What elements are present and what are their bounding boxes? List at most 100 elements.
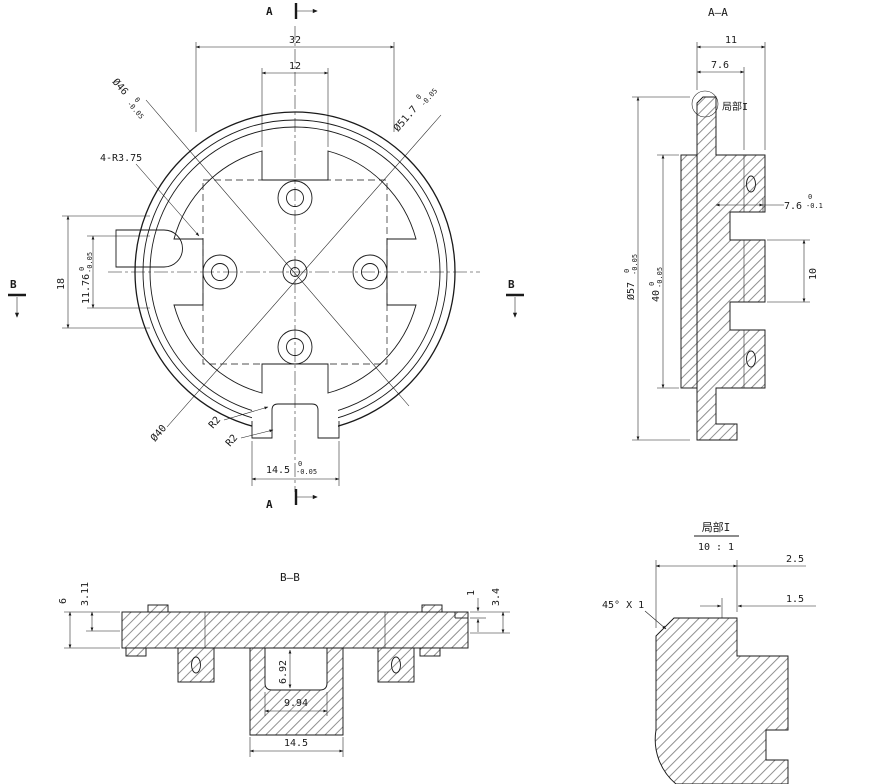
bb-foot-right [419, 647, 441, 657]
center-hole [282, 259, 308, 285]
dim-14-5-tol-lower: -0.05 [296, 468, 317, 476]
dim-10-label: 10 [808, 268, 819, 280]
dia517-tol-upper: 0 [415, 93, 424, 101]
west-notch [115, 229, 183, 268]
dim-1-label: 1 [466, 590, 477, 596]
marker-a-top-label: A [266, 5, 273, 18]
bb-block-right [377, 647, 415, 683]
dim-6-92-label: 6.92 [278, 660, 289, 684]
marker-b-right-label: B [508, 278, 515, 291]
inner-pocket-profile [173, 150, 417, 394]
dim-11-76-tol-upper: 0 [78, 267, 86, 271]
dim-18: 18 [56, 215, 150, 329]
dim-7-6-top-label: 7.6 [711, 60, 729, 71]
dia57-tol-lower: -0.05 [631, 254, 639, 275]
dim-10: 10 [767, 239, 819, 303]
callout-dia40: Ø40 [148, 422, 169, 444]
aa-hole-top [746, 175, 756, 193]
chamfer-callout: 45° X 1 [602, 600, 667, 630]
dim-6-label: 6 [58, 598, 69, 604]
detail-section-shape [654, 617, 789, 784]
aa-hole-bottom [746, 350, 756, 368]
dim-14-5-label: 14.5 [266, 465, 290, 476]
diagonal-leader-nw-se [145, 99, 410, 407]
aa-title: A—A [708, 6, 728, 19]
dia46-label: Ø46 [110, 76, 131, 98]
dim-7-6-right-tol-upper: 0 [808, 193, 812, 201]
dia57-tol-upper: 0 [623, 269, 631, 273]
r375-label: 4-R3.75 [100, 153, 142, 164]
dim-40-label: 40 [651, 290, 662, 302]
dim-7-6-right: 7.6 0 -0.1 [715, 193, 823, 212]
dia57-label: Ø57 [625, 282, 637, 300]
dim-7-6-top: 7.6 [696, 60, 745, 150]
bb-hole-right [391, 656, 401, 674]
dim-9-94-label: 9.94 [284, 698, 308, 709]
hole-west [202, 254, 238, 290]
dia40-label: Ø40 [148, 422, 169, 444]
dim-14-5-front: 14.5 0 -0.05 [251, 441, 340, 486]
dim-40-tol-lower: -0.05 [656, 267, 664, 288]
detail-title: 局部I [702, 520, 731, 534]
dim-14-5-bb: 14.5 [249, 737, 344, 757]
dim-dia57: Ø57 0 -0.05 [623, 96, 690, 441]
dim-11-76-label: 11.76 [81, 274, 92, 304]
detail-callout: 局部I [691, 90, 748, 118]
section-marker-a-bottom: A [266, 489, 318, 511]
dim-1-5-label: 1.5 [786, 594, 804, 605]
dia46-tol-lower: -0.05 [125, 100, 145, 121]
section-marker-b-left: B [8, 278, 26, 318]
bb-center-boss [249, 647, 344, 736]
dim-11-76: 11.76 0 -0.05 [78, 235, 150, 309]
chamfer-label: 45° X 1 [602, 600, 644, 611]
r2-a-label: R2 [207, 415, 223, 431]
detail-callout-label: 局部I [722, 100, 748, 113]
dim-3-4-label: 3.4 [491, 588, 502, 606]
dim-32: 32 [195, 35, 395, 132]
dim-3-11-label: 3.11 [80, 582, 91, 606]
callout-dia46: Ø46 0 -0.05 [110, 76, 145, 121]
hole-north [277, 180, 313, 216]
detail-view: 局部I 10 : 1 2.5 1.5 45° X 1 [602, 520, 816, 784]
section-marker-b-right: B [506, 278, 524, 318]
dim-12-label: 12 [289, 61, 301, 72]
marker-b-left-label: B [10, 278, 17, 291]
dim-3-4: 3.4 [470, 588, 510, 634]
dim-40-tol-upper: 0 [648, 282, 656, 286]
dim-14-5-bb-label: 14.5 [284, 738, 308, 749]
marker-a-bottom-label: A [266, 498, 273, 511]
aa-left-plate [680, 154, 698, 389]
dim-18-label: 18 [56, 278, 67, 290]
dia517-label: Ø51.7 [391, 103, 420, 134]
dim-3-11: 3.11 [80, 582, 120, 632]
dim-1-5: 1.5 [700, 594, 816, 618]
dim-9-94: 9.94 [264, 692, 328, 716]
detail-callout-circle [691, 90, 719, 118]
dim-11-76-tol-lower: -0.05 [86, 252, 94, 273]
dim-11: 11 [696, 35, 766, 150]
section-bb-view: B—B 6 3.11 [58, 571, 510, 757]
callout-4-r375: 4-R3.75 [100, 153, 200, 237]
callout-dia517: Ø51.7 0 -0.05 [391, 87, 439, 134]
dim-7-6-right-tol-lower: -0.1 [806, 202, 823, 210]
hole-east [352, 254, 388, 290]
section-aa-view: A—A 局部I 11 7.6 Ø57 [623, 6, 823, 441]
r2-b-label: R2 [224, 433, 240, 449]
dim-14-5-tol-upper: 0 [298, 460, 302, 468]
dim-7-6-right-label: 7.6 [784, 201, 802, 212]
detail-scale: 10 : 1 [698, 542, 734, 553]
bb-title: B—B [280, 571, 300, 584]
section-marker-a-top: A [266, 3, 318, 19]
dim-6-92: 6.92 [278, 649, 292, 689]
aa-main-section [696, 96, 766, 441]
bb-top-tab-right [421, 604, 443, 613]
bb-top-tab-left [147, 604, 169, 613]
dim-40: 40 0 -0.05 [648, 154, 679, 389]
bb-main-bar [121, 611, 469, 649]
dim-32-label: 32 [289, 35, 301, 46]
dim-2-5-label: 2.5 [786, 554, 804, 565]
dim-1: 1 [466, 590, 510, 632]
bb-hole-left [191, 656, 201, 674]
